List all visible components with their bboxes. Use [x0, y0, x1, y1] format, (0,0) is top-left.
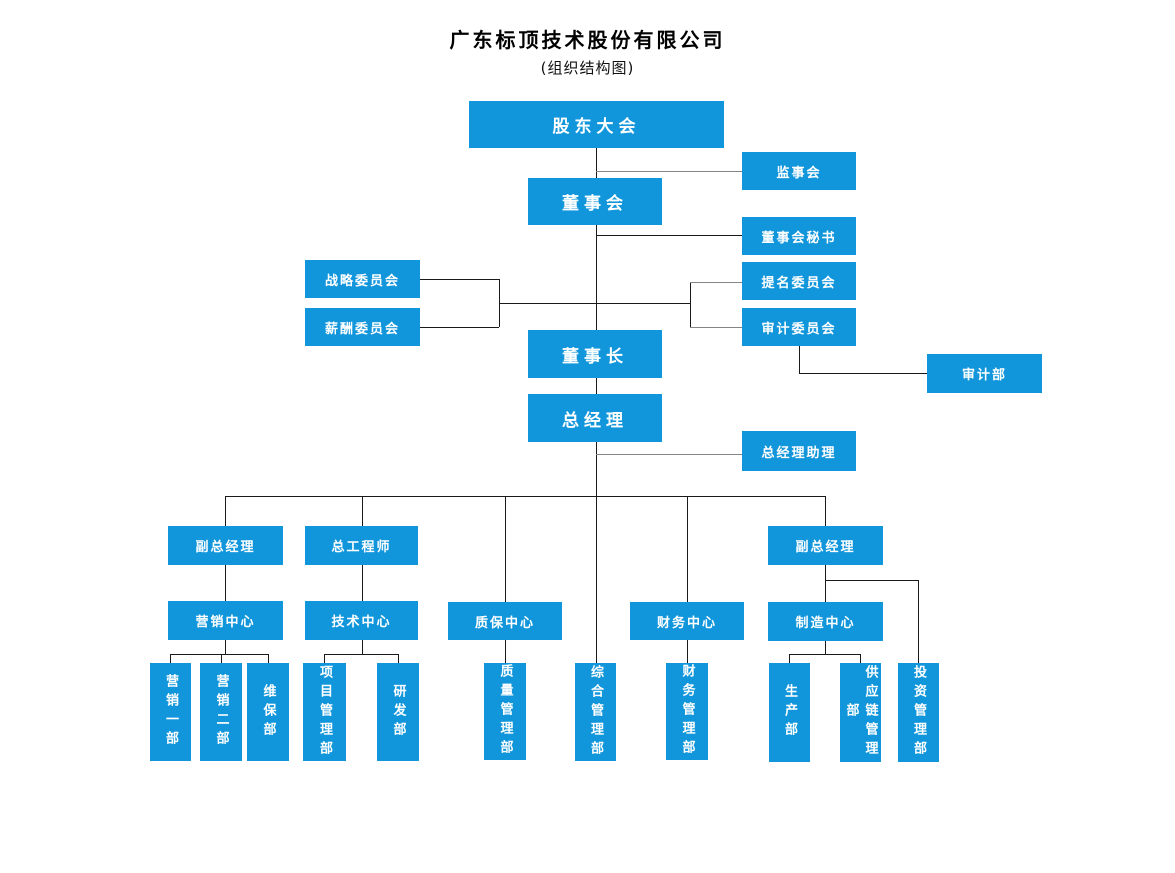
connector-line: [596, 171, 742, 172]
org-node-marketing-center: 营销中心: [168, 601, 283, 640]
connector-line: [324, 654, 398, 655]
connector-line: [789, 654, 790, 663]
connector-line: [789, 654, 860, 655]
org-node-general-manager: 总经理: [528, 394, 662, 442]
connector-line: [170, 654, 171, 663]
org-node-quality-mgmt-dept: 质量管理部: [484, 663, 526, 760]
connector-line: [825, 565, 826, 602]
org-node-qa-center: 质保中心: [448, 602, 562, 640]
connector-line: [398, 654, 399, 663]
connector-line: [225, 496, 825, 497]
connector-line: [825, 496, 826, 526]
connector-line: [505, 640, 506, 663]
connector-line: [596, 225, 597, 330]
connector-line: [687, 496, 688, 602]
connector-line: [221, 654, 222, 663]
connector-line: [687, 640, 688, 663]
org-node-audit-committee: 审计委员会: [742, 308, 856, 346]
org-node-strategy-committee: 战略委员会: [305, 260, 420, 298]
org-node-marketing-dept-2: 营销二部: [200, 663, 242, 761]
org-node-rd-dept: 研发部: [377, 663, 419, 761]
connector-line: [596, 442, 597, 663]
connector-line: [825, 580, 918, 581]
org-node-board-secretary: 董事会秘书: [742, 217, 856, 255]
connector-line: [596, 235, 742, 236]
connector-line: [362, 565, 363, 601]
connector-line: [420, 279, 499, 280]
connector-line: [499, 303, 690, 304]
org-node-maintenance-dept: 维保部: [247, 663, 289, 761]
org-node-chairman: 董事长: [528, 330, 662, 378]
connector-line: [225, 496, 226, 526]
org-node-production-dept: 生产部: [769, 663, 810, 762]
org-node-compensation-committee: 薪酬委员会: [305, 308, 420, 346]
connector-line: [596, 378, 597, 394]
connector-line: [860, 654, 861, 663]
org-node-gm-assistant: 总经理助理: [742, 431, 856, 471]
connector-line: [918, 580, 919, 663]
org-node-board-of-directors: 董事会: [528, 178, 662, 225]
org-node-finance-center: 财务中心: [630, 602, 744, 640]
org-node-marketing-dept-1: 营销一部: [150, 663, 191, 761]
org-node-nomination-committee: 提名委员会: [742, 262, 856, 300]
connector-line: [324, 654, 325, 663]
org-node-investment-mgmt-dept: 投资管理部: [898, 663, 939, 762]
connector-line: [505, 496, 506, 602]
connector-line: [420, 327, 499, 328]
chart-subtitle: (组织结构图): [540, 59, 635, 77]
org-node-supervisory-board: 监事会: [742, 152, 856, 190]
connector-line: [225, 640, 226, 654]
connector-line: [225, 565, 226, 601]
org-node-supply-chain-mgmt-dept: 供应链管理部: [840, 663, 881, 762]
connector-line: [596, 148, 597, 178]
connector-line: [825, 641, 826, 654]
org-node-project-mgmt-dept: 项目管理部: [303, 663, 346, 761]
connector-line: [268, 654, 269, 663]
connector-line: [799, 346, 800, 373]
connector-line: [362, 496, 363, 526]
connector-line: [362, 640, 363, 654]
connector-line: [690, 282, 742, 283]
org-node-general-mgmt-dept: 综合管理部: [575, 663, 616, 761]
connector-line: [596, 454, 742, 455]
connector-line: [690, 327, 742, 328]
company-title: 广东标顶技术股份有限公司: [449, 28, 726, 52]
org-node-deputy-gm-left: 副总经理: [168, 526, 283, 565]
org-node-deputy-gm-right: 副总经理: [768, 526, 883, 565]
connector-line: [170, 654, 268, 655]
org-node-chief-engineer: 总工程师: [305, 526, 418, 565]
org-node-technology-center: 技术中心: [305, 601, 418, 640]
connector-line: [799, 373, 927, 374]
connector-line: [690, 282, 691, 327]
org-node-finance-mgmt-dept: 财务管理部: [666, 663, 708, 760]
org-node-shareholders-meeting: 股东大会: [469, 101, 724, 148]
org-node-manufacturing-center: 制造中心: [768, 602, 883, 641]
org-node-audit-dept: 审计部: [927, 354, 1042, 393]
